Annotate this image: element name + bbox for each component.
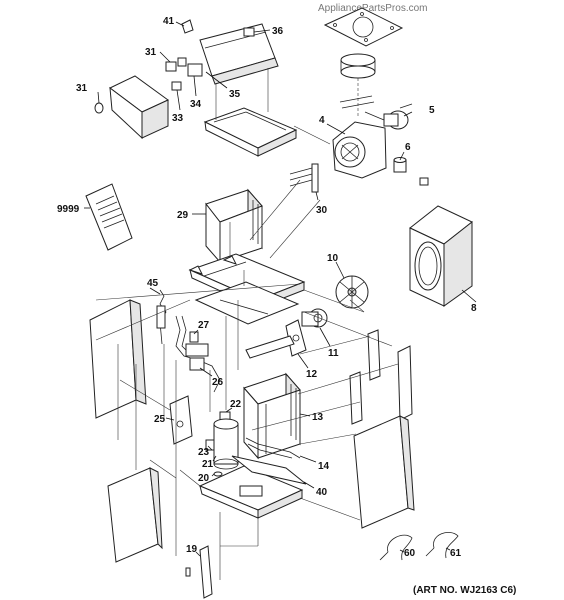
label-20: 20 bbox=[198, 473, 210, 484]
part-5-blower-motor[interactable] bbox=[364, 103, 413, 130]
part-14-tubing[interactable] bbox=[245, 437, 301, 459]
support-brackets[interactable] bbox=[339, 95, 375, 109]
part-27-valve[interactable] bbox=[189, 331, 199, 343]
part-60-drain-hose[interactable] bbox=[379, 534, 413, 561]
label-23: 23 bbox=[198, 447, 210, 458]
part-21-compressor[interactable] bbox=[213, 418, 239, 470]
part-31-knob[interactable] bbox=[94, 102, 104, 114]
part-41-clip[interactable] bbox=[181, 19, 194, 34]
part-23-terminal-cover[interactable] bbox=[205, 439, 215, 451]
flange-ring[interactable] bbox=[340, 53, 376, 79]
base-pan[interactable] bbox=[198, 465, 304, 519]
part-4-blower-housing[interactable] bbox=[332, 121, 387, 179]
label-40: 40 bbox=[316, 487, 328, 498]
part-29-evaporator-coil[interactable] bbox=[205, 188, 263, 264]
part-9999-manual[interactable] bbox=[85, 183, 133, 251]
watermark-text: AppliancePartsPros.com bbox=[318, 3, 428, 14]
top-panel[interactable] bbox=[203, 107, 298, 157]
label-12: 12 bbox=[306, 369, 318, 380]
art-number: (ART NO. WJ2163 C6) bbox=[413, 585, 517, 596]
right-side-panel[interactable] bbox=[353, 415, 415, 529]
part-labels: 41 36 31 31 35 34 33 5 4 6 9999 29 30 10… bbox=[57, 16, 477, 559]
part-12-motor-bracket[interactable] bbox=[285, 319, 307, 357]
label-9999: 9999 bbox=[57, 204, 80, 215]
label-61: 61 bbox=[450, 548, 462, 559]
label-8: 8 bbox=[471, 303, 477, 314]
part-34-capacitor[interactable] bbox=[187, 63, 203, 77]
label-60: 60 bbox=[404, 548, 416, 559]
label-36: 36 bbox=[272, 26, 284, 37]
part-13-condenser-coil[interactable] bbox=[243, 372, 301, 460]
label-31a: 31 bbox=[145, 47, 157, 58]
label-11: 11 bbox=[328, 348, 339, 359]
part-45-wiring-harness[interactable] bbox=[156, 289, 167, 345]
label-31b: 31 bbox=[76, 83, 88, 94]
part-31-switch[interactable] bbox=[165, 57, 187, 72]
control-box-cover[interactable] bbox=[199, 23, 279, 85]
part-10-condenser-fan[interactable] bbox=[335, 275, 369, 309]
part-19-bracket[interactable] bbox=[185, 545, 213, 599]
flange-plate[interactable] bbox=[323, 7, 404, 47]
label-25: 25 bbox=[154, 414, 166, 425]
label-19: 19 bbox=[186, 544, 198, 555]
label-34: 34 bbox=[190, 99, 202, 110]
part-33-terminal[interactable] bbox=[171, 81, 182, 91]
part-25-bracket[interactable] bbox=[169, 395, 193, 445]
part-6-capacitor[interactable] bbox=[393, 157, 407, 173]
part-11-fan-motor[interactable] bbox=[301, 308, 328, 328]
part-61-drain-hose[interactable] bbox=[425, 532, 459, 559]
part-30-bracket[interactable] bbox=[289, 163, 319, 193]
label-41: 41 bbox=[163, 16, 175, 27]
label-45: 45 bbox=[147, 278, 159, 289]
part-40-base-rail[interactable] bbox=[231, 455, 307, 485]
label-35: 35 bbox=[229, 89, 241, 100]
label-30: 30 bbox=[316, 205, 328, 216]
label-26: 26 bbox=[212, 377, 224, 388]
label-4: 4 bbox=[319, 115, 325, 126]
label-13: 13 bbox=[312, 412, 324, 423]
label-10: 10 bbox=[327, 253, 339, 264]
label-14: 14 bbox=[318, 461, 330, 472]
label-6: 6 bbox=[405, 142, 411, 153]
part-8-condenser-shroud[interactable] bbox=[409, 205, 473, 307]
small-brackets[interactable] bbox=[188, 255, 237, 275]
label-22: 22 bbox=[230, 399, 242, 410]
label-29: 29 bbox=[177, 210, 189, 221]
part-26-tubing[interactable] bbox=[175, 315, 221, 393]
label-27: 27 bbox=[198, 320, 210, 331]
label-33: 33 bbox=[172, 113, 184, 124]
assembly-guide-lines bbox=[95, 68, 399, 580]
part-6-nut[interactable] bbox=[419, 177, 429, 186]
part-31-control-panel[interactable] bbox=[109, 75, 169, 140]
part-36-relay[interactable] bbox=[243, 27, 255, 37]
rear-rails[interactable] bbox=[245, 329, 413, 425]
base-tray-middle[interactable] bbox=[194, 281, 300, 325]
label-21: 21 bbox=[202, 459, 214, 470]
label-5: 5 bbox=[429, 105, 435, 116]
front-panel[interactable] bbox=[107, 467, 163, 563]
